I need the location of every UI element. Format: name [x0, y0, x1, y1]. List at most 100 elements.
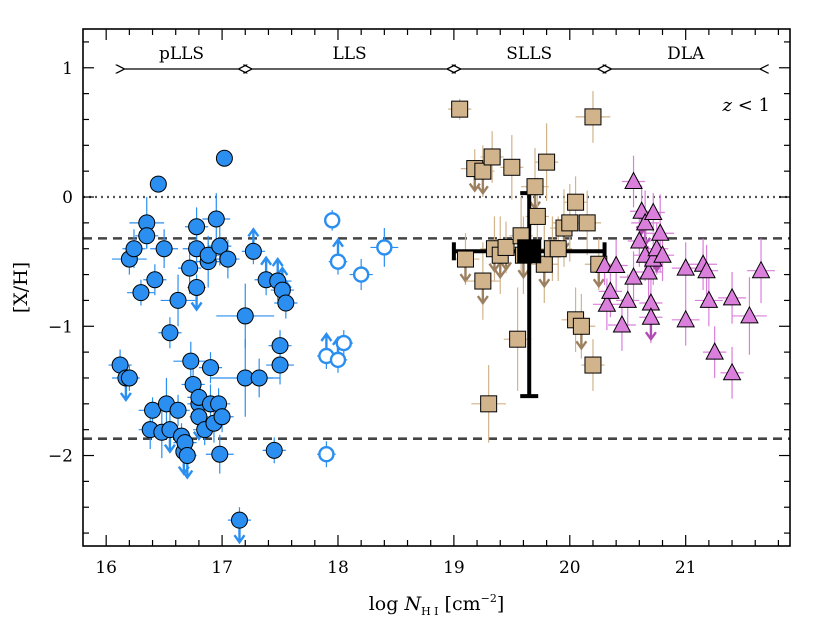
data-point-circle [188, 218, 206, 236]
data-point-circle [219, 250, 237, 268]
x-tick-label: 19 [443, 558, 465, 578]
upper-limit-arrowhead [500, 261, 513, 272]
data-point-circle [132, 284, 150, 302]
data-point-triangle [653, 245, 672, 263]
lower-limit-arrowhead [271, 256, 284, 267]
redshift-annotation-rest: < 1 [732, 95, 770, 116]
data-point-circle [161, 324, 179, 342]
x-axis-title-N: N [403, 593, 422, 615]
x-axis-title-close: ] [497, 593, 504, 615]
data-point-triangle [629, 230, 649, 249]
y-tick-label: −2 [48, 447, 73, 467]
data-point-square [538, 153, 556, 171]
data-point-square [549, 240, 567, 258]
data-point-open-circle [335, 334, 352, 352]
lower-limit-arrowhead [332, 237, 344, 248]
upper-limit-arrowhead [517, 269, 530, 280]
redshift-annotation: z < 1 [722, 95, 770, 116]
data-point-triangle [597, 294, 617, 312]
error-bars [108, 91, 775, 545]
upper-limit-arrowhead [163, 443, 176, 454]
lower-limit-arrowhead [320, 331, 333, 342]
data-point-square [528, 207, 546, 225]
y-tick-label: 1 [62, 59, 73, 79]
data-point-circle [244, 242, 262, 260]
data-point-circle [169, 291, 187, 309]
data-point-square [584, 108, 602, 126]
data-point-circle [146, 271, 164, 289]
data-point-triangle [635, 212, 655, 231]
data-point-triangle [676, 258, 696, 276]
data-point-circle [201, 359, 219, 377]
x-tick-label: 17 [211, 558, 233, 578]
upper-limit-arrowhead [538, 278, 551, 289]
x-tick-label: 16 [95, 558, 117, 578]
x-axis-title-exp: −2 [481, 592, 497, 605]
data-point-circle [271, 337, 289, 355]
x-axis-title-sub: H I [421, 605, 438, 618]
data-point-circle [120, 369, 138, 387]
region-label: DLA [667, 44, 705, 64]
upper-limit-arrowhead [476, 295, 489, 306]
data-point-triangle [595, 255, 614, 274]
data-point-circle [215, 149, 233, 167]
x-axis-title-unit: [cm [439, 593, 481, 615]
data-point-square [503, 158, 521, 176]
data-point-square [526, 178, 544, 196]
data-point-triangle [643, 202, 663, 221]
data-point-square [572, 317, 590, 335]
data-point-circle [155, 240, 173, 258]
data-point-circle [213, 408, 231, 426]
upper-limit-arrowhead [494, 269, 507, 280]
data-point-circle [149, 175, 167, 193]
data-point-square [509, 330, 527, 348]
data-point-circle [236, 307, 254, 325]
data-point-open-circle [329, 253, 347, 270]
data-point-open-circle [323, 212, 341, 229]
data-point-open-circle [329, 351, 347, 369]
data-point-triangle [650, 223, 670, 241]
upper-limit-arrowhead [476, 185, 489, 196]
data-point-circle [144, 401, 162, 419]
y-tick-label: −1 [48, 317, 73, 337]
x-axis-title-prefix: log [369, 593, 405, 615]
data-point-circle [199, 246, 217, 264]
data-point-circle [125, 240, 143, 258]
data-markers [111, 100, 771, 529]
y-axis-title: [X/H] [10, 262, 32, 313]
data-point-square [474, 162, 492, 180]
data-point-triangle [606, 255, 626, 274]
data-point-triangle [639, 261, 658, 280]
data-point-triangle [632, 201, 651, 219]
data-point-triangle [641, 307, 661, 325]
data-point-circle [188, 279, 206, 296]
data-point-square [567, 193, 585, 211]
data-point-triangle [705, 342, 724, 360]
data-point-square [578, 214, 596, 232]
data-point-square [451, 100, 469, 118]
data-point-open-circle [318, 446, 335, 463]
data-point-triangle [740, 305, 759, 324]
upper-limit-arrowhead [190, 301, 203, 312]
data-point-circle [277, 294, 295, 312]
lower-limit-arrowhead [260, 255, 273, 266]
x-tick-label: 21 [675, 558, 697, 578]
data-point-triangle [722, 287, 742, 306]
data-point-triangle [676, 309, 696, 328]
data-point-open-circle [376, 239, 393, 256]
region-label: pLLS [159, 44, 204, 64]
data-point-circle [138, 227, 156, 245]
data-point-circle [250, 369, 268, 387]
data-point-circle [178, 447, 196, 465]
data-point-square [584, 356, 602, 374]
upper-limit-arrowhead [119, 392, 132, 403]
data-point-triangle [699, 290, 719, 308]
region-label: LLS [332, 44, 366, 64]
upper-limit-arrowhead [468, 182, 481, 193]
data-point-triangle [601, 281, 620, 299]
data-point-square [456, 250, 474, 268]
reference-lines [83, 195, 790, 441]
lower-limit-arrowhead [247, 227, 260, 238]
